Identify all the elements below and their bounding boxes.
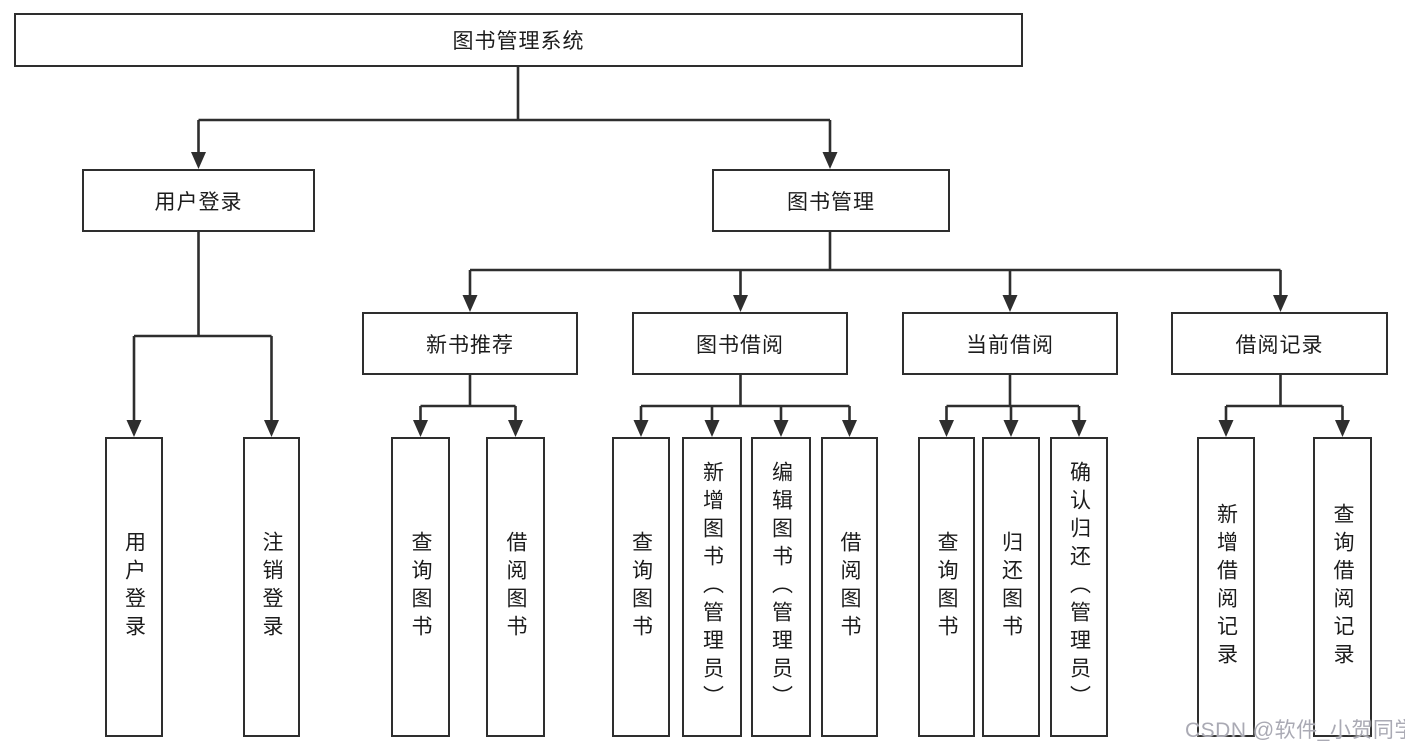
leaf-borrow-books-1: 借阅图书 [486, 437, 545, 737]
leaf-query-books-2: 查询图书 [612, 437, 670, 737]
connector-path [132, 67, 1344, 421]
node-new-book-recommend: 新书推荐 [362, 312, 578, 375]
leaf-query-books-1: 查询图书 [391, 437, 450, 737]
leaf-confirm-return-admin: 确认归还（管理员） [1050, 437, 1108, 737]
node-user-login: 用户登录 [82, 169, 315, 232]
watermark: CSDN @软件_小贺同学 [1185, 719, 1405, 742]
leaf-return-book: 归还图书 [982, 437, 1040, 737]
leaf-borrow-books-2: 借阅图书 [821, 437, 878, 737]
leaf-user-login: 用户登录 [105, 437, 163, 737]
leaf-logout-login: 注销登录 [243, 437, 300, 737]
node-borrow-records: 借阅记录 [1171, 312, 1388, 375]
node-root: 图书管理系统 [14, 13, 1023, 67]
node-current-borrow: 当前借阅 [902, 312, 1118, 375]
leaf-query-books-3: 查询图书 [918, 437, 975, 737]
leaf-query-borrow-record: 查询借阅记录 [1313, 437, 1372, 737]
leaf-edit-book-admin: 编辑图书（管理员） [751, 437, 811, 737]
node-book-management: 图书管理 [712, 169, 950, 232]
node-book-borrow: 图书借阅 [632, 312, 848, 375]
leaf-add-book-admin: 新增图书（管理员） [682, 437, 742, 737]
leaf-add-borrow-record: 新增借阅记录 [1197, 437, 1255, 737]
